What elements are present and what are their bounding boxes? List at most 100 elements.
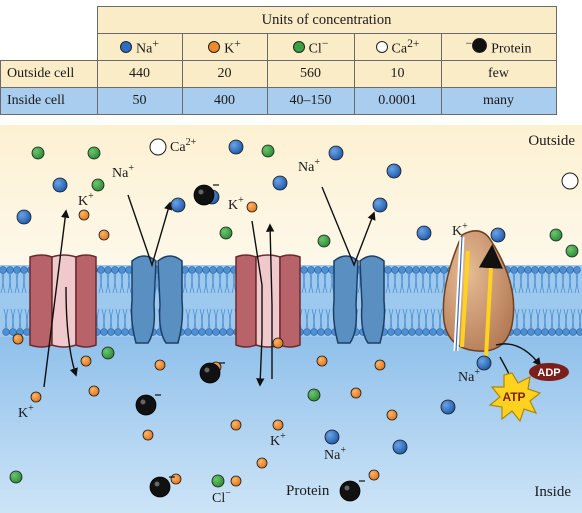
na-inside-label: Na+ bbox=[324, 445, 346, 463]
potassium-ion bbox=[368, 469, 380, 481]
potassium-ion bbox=[78, 209, 90, 221]
sodium-channel-right bbox=[332, 255, 386, 344]
k-channel-middle-outside-label: K+ bbox=[228, 195, 244, 213]
protein-anion bbox=[199, 362, 221, 384]
header-potassium: K+ bbox=[181, 33, 268, 61]
sodium-ion bbox=[490, 227, 506, 243]
protein-anion bbox=[193, 184, 215, 206]
cell-inside-protein: many bbox=[440, 87, 557, 115]
k-inside-left-label: K+ bbox=[18, 403, 34, 421]
na-channel-outside-label: Na+ bbox=[112, 163, 134, 181]
chloride-ion bbox=[9, 470, 23, 484]
adp-label: ADP bbox=[537, 367, 560, 379]
potassium-channel-left bbox=[29, 254, 97, 348]
potassium-ion bbox=[374, 359, 386, 371]
protein-inside-label: Protein bbox=[286, 483, 330, 499]
potassium-channel-middle bbox=[235, 254, 301, 348]
potassium-ion bbox=[88, 385, 100, 397]
chloride-ion bbox=[91, 178, 105, 192]
table-corner-2 bbox=[1, 34, 98, 61]
pump-arrows bbox=[460, 244, 503, 358]
cell-outside-cl: 560 bbox=[266, 60, 355, 88]
potassium-ion bbox=[386, 409, 398, 421]
potassium-ion bbox=[272, 419, 284, 431]
atp-burst bbox=[488, 372, 542, 423]
sodium-ion bbox=[272, 175, 288, 191]
sodium-ion bbox=[170, 197, 186, 213]
protein-anion bbox=[149, 476, 171, 498]
cl-inside-label: Cl− bbox=[212, 488, 231, 506]
potassium-ion-icon bbox=[208, 41, 221, 54]
cell-outside-na: 440 bbox=[96, 60, 183, 88]
calcium-ion bbox=[561, 172, 579, 190]
outside-label: Outside bbox=[528, 133, 575, 149]
table-row-outside: Outside cell 440 20 560 10 few bbox=[0, 60, 557, 88]
table-title: Units of concentration bbox=[96, 6, 557, 34]
cell-inside-cl: 40–150 bbox=[266, 87, 355, 115]
protein-anion bbox=[135, 394, 157, 416]
protein-anion-icon bbox=[472, 38, 488, 54]
chloride-ion bbox=[565, 244, 579, 258]
sodium-ion bbox=[416, 225, 432, 241]
sodium-ion bbox=[392, 439, 408, 455]
chloride-ion bbox=[87, 146, 101, 160]
sodium-ion bbox=[386, 163, 402, 179]
potassium-ion bbox=[272, 337, 284, 349]
cell-inside-na: 50 bbox=[96, 87, 183, 115]
k-channel-outside-label: K+ bbox=[78, 191, 94, 209]
protein-anion bbox=[339, 480, 361, 502]
table-row-inside: Inside cell 50 400 40–150 0.0001 many bbox=[0, 87, 557, 115]
ion-concentration-table: Units of concentration Na+ K+ Cl− Ca2+ −… bbox=[0, 6, 557, 115]
sodium-ion bbox=[372, 197, 388, 213]
potassium-ion bbox=[142, 429, 154, 441]
potassium-ion bbox=[170, 473, 182, 485]
potassium-ion bbox=[246, 201, 258, 213]
calcium-ion-icon bbox=[375, 41, 388, 54]
potassium-ion bbox=[316, 355, 328, 367]
header-chloride: Cl− bbox=[266, 33, 355, 61]
adp-oval bbox=[529, 363, 569, 381]
row-label-inside: Inside cell bbox=[0, 87, 98, 115]
potassium-ion bbox=[154, 359, 166, 371]
sodium-ion-icon bbox=[120, 41, 133, 54]
potassium-ion bbox=[98, 229, 110, 241]
potassium-ion bbox=[350, 387, 362, 399]
membrane-diagram: ATP ADP Outside Inside Ca2+ Na+ K+ K+ Na… bbox=[0, 125, 582, 513]
chloride-ion bbox=[549, 228, 563, 242]
calcium-ion bbox=[149, 138, 167, 156]
cell-inside-ca: 0.0001 bbox=[353, 87, 442, 115]
potassium-ion bbox=[256, 457, 268, 469]
ion-particles bbox=[9, 138, 579, 502]
potassium-ion bbox=[230, 475, 242, 487]
sodium-ion bbox=[324, 429, 340, 445]
chloride-ion bbox=[261, 144, 275, 158]
chloride-ion bbox=[101, 346, 115, 360]
header-calcium: Ca2+ bbox=[353, 33, 442, 61]
chloride-ion bbox=[211, 474, 225, 488]
chloride-ion bbox=[307, 388, 321, 402]
sodium-ion bbox=[440, 399, 456, 415]
inside-label: Inside bbox=[534, 484, 571, 500]
cell-outside-k: 20 bbox=[181, 60, 268, 88]
ca-outside-label: Ca2+ bbox=[170, 137, 197, 155]
table-corner bbox=[1, 7, 98, 34]
sodium-ion bbox=[328, 145, 344, 161]
chloride-ion bbox=[317, 234, 331, 248]
header-sodium: Na+ bbox=[96, 33, 183, 61]
chloride-ion-icon bbox=[292, 41, 305, 54]
header-protein: −Protein bbox=[440, 33, 557, 61]
cell-outside-ca: 10 bbox=[353, 60, 442, 88]
chloride-ion bbox=[219, 226, 233, 240]
atp-label: ATP bbox=[502, 390, 525, 404]
sodium-channel-left bbox=[130, 255, 184, 344]
k-pump-outside-label: K+ bbox=[452, 221, 468, 239]
potassium-ion bbox=[12, 333, 24, 345]
potassium-ion bbox=[30, 391, 42, 403]
potassium-ion bbox=[230, 419, 242, 431]
row-label-outside: Outside cell bbox=[0, 60, 98, 88]
na-channel2-outside-label: Na+ bbox=[298, 157, 320, 175]
sodium-ion bbox=[16, 209, 32, 225]
cell-outside-protein: few bbox=[440, 60, 557, 88]
potassium-ion bbox=[80, 355, 92, 367]
na-pump-inside-label: Na+ bbox=[458, 367, 480, 385]
